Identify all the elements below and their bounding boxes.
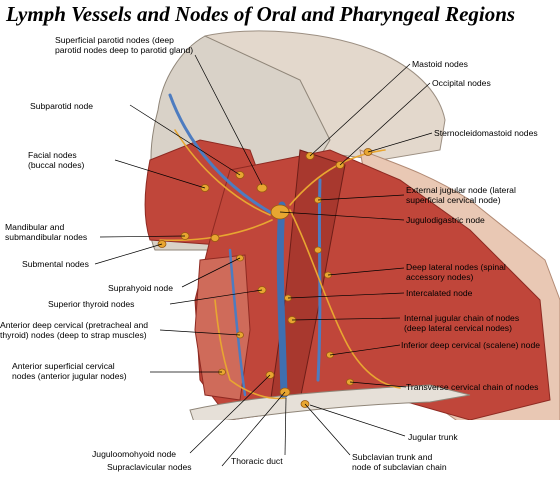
label-mandibular-nodes: Mandibular and submandibular nodes [5, 222, 88, 242]
page-title: Lymph Vessels and Nodes of Oral and Phar… [6, 2, 516, 26]
lower-skin [170, 420, 560, 480]
label-sternocleidomastoid-nodes: Sternocleidomastoid nodes [434, 128, 538, 138]
label-superficial-parotid-nodes: Superficial parotid nodes (deep parotid … [55, 35, 194, 55]
node-deep-lateral-1 [314, 246, 322, 254]
label-jugulodigastric-node: Jugulodigastric node [406, 215, 485, 225]
label-thoracic-duct: Thoracic duct [231, 456, 283, 466]
label-supraclavicular-nodes: Supraclavicular nodes [107, 462, 192, 472]
node-submandibular [210, 234, 220, 242]
label-suprahyoid-node: Suprahyoid node [108, 283, 173, 293]
label-facial-nodes: Facial nodes (buccal nodes) [28, 150, 85, 170]
lymph-chain-facial [174, 129, 271, 216]
anterior-jugular-vein [228, 248, 247, 397]
label-external-jugular-node: External jugular node (lateral superfici… [406, 185, 516, 205]
node-parotid [256, 183, 268, 193]
label-inferior-deep-cervical-node: Inferior deep cervical (scalene) node [401, 340, 541, 350]
lymph-chain-occipital [289, 149, 386, 206]
label-superior-thyroid-nodes: Superior thyroid nodes [48, 299, 135, 309]
label-submental-nodes: Submental nodes [22, 259, 89, 269]
leader-lines [94, 54, 433, 467]
label-subclavian-trunk: Subclavian trunk and node of subclavian … [352, 452, 447, 472]
label-transverse-cervical-chain: Transverse cervical chain of nodes [406, 382, 539, 392]
label-deep-lateral-nodes: Deep lateral nodes (spinal accessory nod… [406, 262, 506, 282]
label-mastoid-nodes: Mastoid nodes [412, 59, 468, 69]
facial-vein [168, 93, 277, 217]
head-neck-silhouette [144, 30, 560, 480]
label-anterior-superficial-cervical-nodes: Anterior superficial cervical nodes (ant… [12, 361, 127, 381]
label-intercalated-node: Intercalated node [406, 288, 473, 298]
label-internal-jugular-chain: Internal jugular chain of nodes (deep la… [404, 313, 520, 333]
lymph-chain-deep-lateral [289, 209, 401, 389]
label-jugular-trunk: Jugular trunk [408, 432, 458, 442]
lymph-chain-anterior [214, 299, 286, 400]
strap-muscles [194, 254, 251, 401]
internal-jugular-vein [276, 201, 288, 399]
label-juguloomohyoid-node: Juguloomohyoid node [92, 449, 177, 459]
label-occipital-nodes: Occipital nodes [432, 78, 491, 88]
label-anterior-deep-cervical-nodes: Anterior deep cervical (pretracheal and … [0, 320, 149, 340]
label-subparotid-node: Subparotid node [30, 101, 94, 111]
